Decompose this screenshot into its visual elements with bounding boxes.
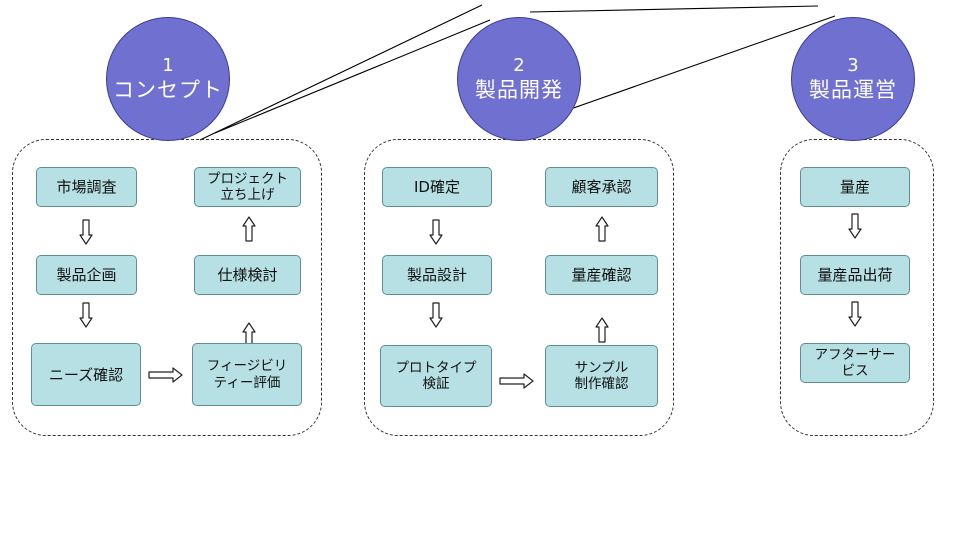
down-arrow-icon bbox=[848, 213, 862, 239]
step-id-finalization: ID確定 bbox=[382, 167, 492, 207]
step-sample-production-check: サンプル 制作確認 bbox=[545, 345, 658, 407]
step-customer-approval: 顧客承認 bbox=[545, 167, 658, 207]
right-arrow-icon bbox=[148, 367, 183, 383]
step-mass-production-check: 量産確認 bbox=[545, 255, 658, 295]
up-arrow-icon bbox=[595, 317, 609, 343]
down-arrow-icon bbox=[429, 219, 443, 245]
step-feasibility-evaluation: フィージビリ ティー評価 bbox=[192, 343, 302, 406]
up-arrow-icon bbox=[595, 216, 609, 242]
step-product-planning: 製品企画 bbox=[36, 255, 137, 295]
phase-number: 2 bbox=[513, 54, 525, 76]
phase-1-circle: 1 コンセプト bbox=[106, 17, 230, 141]
phase-3-circle: 3 製品運営 bbox=[791, 17, 915, 141]
link-phase1-phase2 bbox=[214, 19, 491, 134]
step-shipment: 量産品出荷 bbox=[800, 255, 910, 295]
step-needs-confirmation: ニーズ確認 bbox=[31, 343, 141, 406]
step-after-service: アフターサー ビス bbox=[800, 343, 910, 383]
step-product-design: 製品設計 bbox=[382, 255, 492, 295]
phase-title: 製品運営 bbox=[809, 78, 897, 103]
phase-title: コンセプト bbox=[113, 78, 223, 103]
step-project-launch: プロジェクト 立ち上げ bbox=[194, 167, 301, 207]
phase-number: 3 bbox=[847, 54, 859, 76]
phase-title: 製品開発 bbox=[475, 78, 563, 103]
down-arrow-icon bbox=[79, 302, 93, 328]
step-prototype-verification: プロトタイプ 検証 bbox=[380, 345, 492, 407]
step-mass-production: 量産 bbox=[800, 167, 910, 207]
step-spec-review: 仕様検討 bbox=[194, 255, 301, 295]
phase-number: 1 bbox=[162, 54, 174, 76]
phase-2-circle: 2 製品開発 bbox=[457, 17, 581, 141]
link-phase2-phase3 bbox=[544, 15, 836, 119]
down-arrow-icon bbox=[79, 219, 93, 245]
down-arrow-icon bbox=[429, 302, 443, 328]
up-arrow-icon bbox=[242, 216, 256, 242]
step-market-research: 市場調査 bbox=[36, 167, 137, 207]
link-phase1-phase2 bbox=[199, 4, 483, 141]
link-phase2-phase3 bbox=[529, 5, 819, 13]
up-arrow-icon bbox=[242, 322, 256, 348]
down-arrow-icon bbox=[848, 301, 862, 327]
right-arrow-icon bbox=[499, 373, 534, 389]
